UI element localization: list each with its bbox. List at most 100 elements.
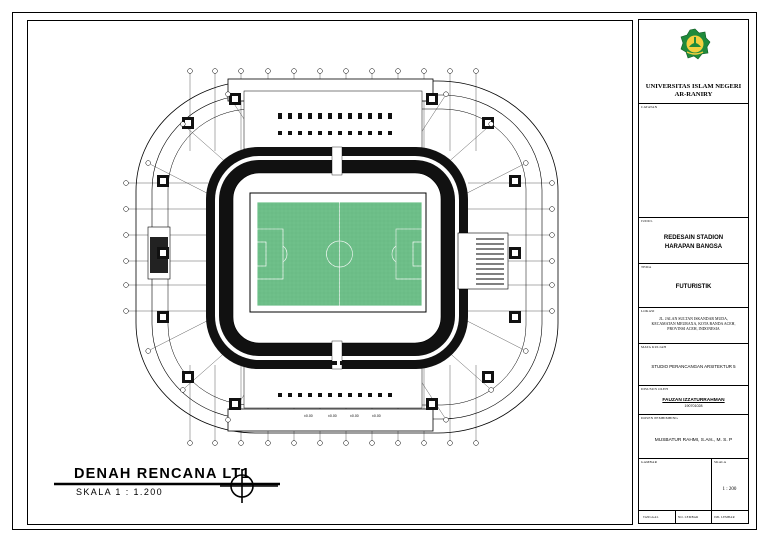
gambar-label: GAMBAR — [641, 460, 658, 464]
grid-bubble — [523, 348, 529, 354]
grid-bubble — [291, 440, 297, 446]
grid-bubble — [145, 348, 151, 354]
lokasi-line2: KECAMATAN MEURAXA, KOTA BANDA ACEH, — [651, 322, 736, 327]
room-mark — [356, 361, 361, 365]
room-mark — [324, 361, 329, 365]
north-building-inner — [243, 90, 423, 150]
room-mark — [288, 393, 292, 397]
room-details — [278, 113, 392, 397]
lokasi-line1: JL. JALAN SULTAN ISKANDAR MUDA, — [659, 317, 728, 321]
footer-cell-tanggal: TANGGAL — [643, 515, 659, 519]
mata-kuliah-section: MATA KULIAH STUDIO PERANCANGAN ARSITEKTU… — [639, 343, 748, 385]
floor-plan-drawing: ±0.00 ±0.00 ±0.00 ±0.00 — [54, 68, 559, 503]
east-stand-block — [457, 232, 509, 290]
room-mark — [328, 393, 332, 397]
student-id: 190701028 — [684, 404, 703, 408]
dosen-section: DOSEN PEMBIMBING MUSBATUR RAHMI, S.Ars.,… — [639, 414, 748, 458]
room-mark — [318, 113, 322, 119]
grid-bubble — [123, 206, 129, 212]
grid-bubble — [447, 440, 453, 446]
pitch-texture — [258, 203, 421, 306]
footer-cell-jumlah: JML LEMBAR — [714, 515, 735, 519]
room-mark — [364, 361, 369, 365]
room-level-label: ±0.00 — [328, 414, 337, 418]
stair-core-void — [160, 314, 166, 320]
tema-label: TEMA — [641, 265, 652, 269]
dosen-label: DOSEN PEMBIMBING — [641, 416, 679, 420]
catatan-section: CATATAN — [639, 103, 748, 217]
tema-section: TEMA FUTURISTIK — [639, 263, 748, 307]
grid-bubble — [488, 121, 494, 127]
grid-bubble — [123, 180, 129, 186]
skala-label: SKALA — [714, 460, 727, 464]
grid-bubble — [473, 440, 479, 446]
mata-kuliah-label: MATA KULIAH — [641, 345, 667, 349]
room-mark — [308, 393, 312, 397]
grid-bubbles — [123, 68, 555, 446]
grid-bubble — [395, 68, 401, 74]
university-name-line2: AR-RANIRY — [674, 91, 713, 98]
grid-bubble — [123, 308, 129, 314]
judul-label: JUDUL — [641, 219, 653, 223]
room-mark — [378, 131, 382, 135]
room-mark — [298, 393, 302, 397]
grid-bubble — [123, 282, 129, 288]
grid-bubble — [443, 417, 449, 423]
room-mark — [288, 131, 292, 135]
room-mark — [278, 113, 282, 119]
project-title: REDESAIN STADION HARAPAN BANGSA — [639, 234, 748, 252]
room-mark — [388, 131, 392, 135]
grid-bubble — [488, 387, 494, 393]
room-mark — [348, 131, 352, 135]
grid-bubble — [212, 68, 218, 74]
north-arrow-symbol — [220, 469, 278, 503]
disusun-label: DISUSUN OLEH — [641, 387, 668, 391]
east-stand-steps — [476, 238, 504, 285]
catatan-label: CATATAN — [641, 105, 658, 109]
room-mark — [318, 393, 322, 397]
sheet-border — [12, 12, 757, 530]
room-mark — [328, 113, 332, 119]
stair-core-void — [429, 96, 435, 102]
room-mark — [288, 113, 292, 119]
room-mark — [308, 361, 313, 365]
grid-bubble — [238, 68, 244, 74]
grid-bubble — [180, 121, 186, 127]
title-block: UNIVERSITAS ISLAM NEGERI AR-RANIRY CATAT… — [638, 19, 749, 524]
room-mark — [318, 131, 322, 135]
plan-title: DENAH RENCANA LT1 — [74, 466, 251, 482]
grid-bubble — [421, 440, 427, 446]
room-mark — [308, 113, 312, 119]
grid-bubble — [225, 91, 231, 97]
lokasi-value: JL. JALAN SULTAN ISKANDAR MUDA, KECAMATA… — [639, 317, 748, 333]
grid-bubble — [180, 387, 186, 393]
stair-core-void — [185, 374, 191, 380]
grid-bubble — [225, 417, 231, 423]
grid-bubble — [549, 232, 555, 238]
mata-kuliah-value: STUDIO PERANCANGAN ARSITEKTUR 5 — [651, 364, 736, 369]
disusun-section: DISUSUN OLEH FAUZAN IZZATURRAHMAN 190701… — [639, 385, 748, 414]
university-logo — [680, 28, 711, 60]
grid-bubble — [123, 232, 129, 238]
north-tunnel — [331, 146, 343, 176]
plan-scale: SKALA 1 : 1.200 — [76, 487, 164, 497]
student-name: FAUZAN IZZATURRAHMAN — [662, 398, 725, 403]
grid-bubble — [317, 68, 323, 74]
room-mark — [388, 393, 392, 397]
grid-bubble — [343, 440, 349, 446]
room-mark — [358, 393, 362, 397]
grid-bubble — [395, 440, 401, 446]
stair-core-void — [232, 401, 238, 407]
grid-bubble — [549, 180, 555, 186]
stair-core-void — [512, 314, 518, 320]
grid-bubble — [421, 68, 427, 74]
room-mark — [368, 393, 372, 397]
grid-bubble — [549, 206, 555, 212]
lokasi-label: LOKASI — [641, 309, 655, 313]
stair-core-void — [429, 401, 435, 407]
grid-bubble — [443, 91, 449, 97]
room-mark — [338, 131, 342, 135]
room-mark — [358, 113, 362, 119]
footer-cell-lembar: NO. LEMBAR — [678, 515, 699, 519]
